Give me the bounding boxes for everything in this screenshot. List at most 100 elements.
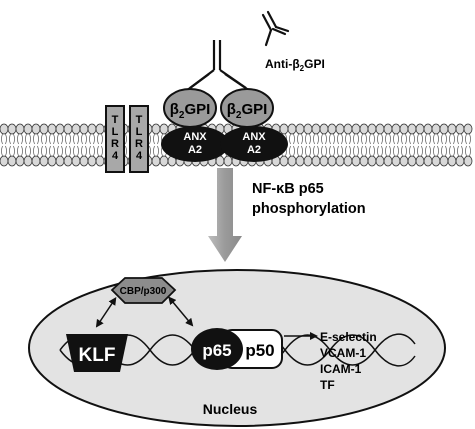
lipid-tail	[401, 145, 407, 157]
tlr-letter: R	[111, 138, 119, 150]
lipid-head	[279, 155, 289, 167]
lipid-head	[439, 123, 449, 135]
lipid-head	[303, 123, 313, 135]
lipid-tail	[345, 145, 351, 157]
signal-label-line1: NF-κB p65	[252, 181, 324, 197]
lipid-head	[79, 155, 89, 167]
lipid-tail	[441, 145, 447, 157]
lipid-tail	[57, 133, 63, 145]
lipid-head	[383, 123, 393, 135]
lipid-tail	[73, 133, 79, 145]
lipid-head	[455, 155, 465, 167]
anxa2-protein-left: ANX A2	[161, 126, 229, 162]
lipid-tail	[73, 145, 79, 157]
lipid-head	[279, 123, 289, 135]
lipid-tail	[17, 145, 23, 157]
lipid-tail	[345, 133, 351, 145]
lipid-tail	[17, 133, 23, 145]
b2gpi-protein-left: β2GPI	[163, 88, 217, 128]
lipid-tail	[9, 145, 15, 157]
lipid-tail	[1, 145, 7, 157]
lipid-head	[431, 155, 441, 167]
lipid-head	[455, 123, 465, 135]
anx-label: A2	[188, 144, 202, 156]
lipid-head	[327, 123, 337, 135]
cbp-p65-arrow	[168, 296, 194, 327]
lipid-tail	[49, 145, 55, 157]
nucleus-label: Nucleus	[203, 401, 258, 417]
lipid-tail	[49, 133, 55, 145]
lipid-head	[15, 123, 25, 135]
anxa2-protein-right: ANX A2	[220, 126, 288, 162]
lipid-head	[95, 155, 105, 167]
lipid-head	[375, 155, 385, 167]
lipid-tail	[25, 133, 31, 145]
free-antibody-icon	[261, 10, 290, 47]
lipid-tail	[81, 133, 87, 145]
lipid-tail	[457, 145, 463, 157]
lipid-head	[447, 155, 457, 167]
lipid-head	[391, 123, 401, 135]
lipid-tail	[289, 145, 295, 157]
cbp-label: CBP/p300	[120, 286, 167, 297]
lipid-head	[399, 123, 409, 135]
lipid-head	[463, 123, 473, 135]
lipid-tail	[449, 145, 455, 157]
tlr4-bar-left	[105, 105, 125, 173]
lipid-tail	[409, 133, 415, 145]
lipid-head	[151, 155, 161, 167]
lipid-head	[287, 155, 297, 167]
signal-arrow	[208, 168, 242, 262]
lipid-tail	[89, 133, 95, 145]
lipid-head	[359, 155, 369, 167]
lipid-head	[47, 123, 57, 135]
lipid-head	[295, 155, 305, 167]
lipid-tail	[25, 145, 31, 157]
lipid-tail	[33, 145, 39, 157]
tlr-letter: 4	[112, 150, 119, 162]
lipid-head	[383, 155, 393, 167]
klf-factor: KLF	[66, 334, 128, 372]
lipid-head	[159, 155, 169, 167]
lipid-head	[71, 155, 81, 167]
lipid-head	[351, 123, 361, 135]
lipid-head	[367, 155, 377, 167]
lipid-head	[391, 155, 401, 167]
lipid-head	[159, 123, 169, 135]
lipid-tail	[377, 145, 383, 157]
lipid-tail	[89, 145, 95, 157]
tlr-letter: T	[112, 114, 119, 126]
lipid-tail	[57, 145, 63, 157]
lipid-head	[7, 155, 17, 167]
lipid-head	[71, 123, 81, 135]
lipid-tail	[465, 133, 471, 145]
lipid-tail	[385, 145, 391, 157]
lipid-head	[55, 155, 65, 167]
lipid-tail	[361, 145, 367, 157]
lipid-head	[47, 155, 57, 167]
lipid-head	[415, 155, 425, 167]
lipid-tail	[393, 133, 399, 145]
lipid-head	[31, 155, 41, 167]
cbp-klf-arrow	[95, 297, 117, 328]
lipid-tail	[401, 133, 407, 145]
p65-label: p65	[202, 341, 231, 360]
anx-label: ANX	[242, 131, 266, 143]
lipid-head	[343, 155, 353, 167]
lipid-tail	[297, 145, 303, 157]
lipid-head	[447, 123, 457, 135]
lipid-head	[311, 123, 321, 135]
lipid-tail	[425, 133, 431, 145]
tlr-letter: T	[136, 114, 143, 126]
lipid-head	[7, 123, 17, 135]
tlr-letter: L	[136, 126, 143, 138]
lipid-head	[359, 123, 369, 135]
lipid-tail	[353, 133, 359, 145]
tlr4-receptor: T L R 4 T L R 4	[105, 105, 149, 173]
lipid-head	[327, 155, 337, 167]
lipid-tail	[417, 133, 423, 145]
tlr-letter: R	[135, 138, 143, 150]
lipid-head	[0, 155, 9, 167]
